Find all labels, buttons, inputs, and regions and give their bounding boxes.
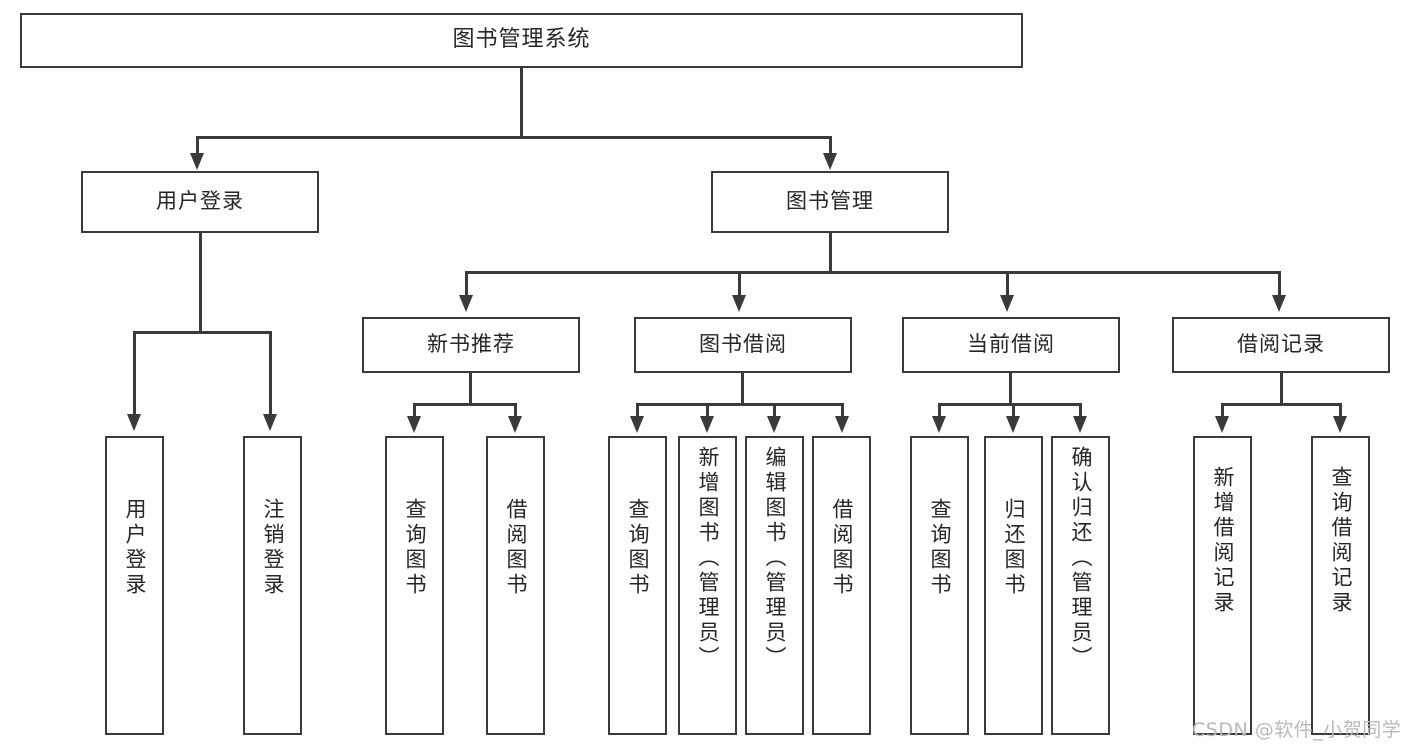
node-leaf-logout-login-label: 注销登录	[261, 498, 285, 598]
node-leaf-return-book[interactable]: 归还图书	[984, 436, 1043, 735]
node-leaf-confirm-return-admin[interactable]: 确认归还（管理员）	[1051, 436, 1110, 735]
connector-current-borrow-stem	[1009, 373, 1012, 405]
node-leaf-user-login[interactable]: 用户登录	[105, 436, 164, 735]
node-leaf-logout-login[interactable]: 注销登录	[243, 436, 302, 735]
node-leaf-borrow-book-2-label: 借阅图书	[830, 498, 854, 598]
node-leaf-borrow-book-1-label: 借阅图书	[504, 498, 528, 598]
connector-user-login-bus	[133, 331, 271, 334]
connector-new-book-bus	[413, 403, 517, 406]
connector-book-manage-bus	[465, 271, 1281, 274]
node-root-label: 图书管理系统	[452, 27, 591, 53]
arrowhead-current-borrow	[1000, 295, 1014, 312]
connector-book-borrow-drop-1	[636, 403, 639, 418]
arrowhead-user-login	[190, 153, 204, 170]
connector-root-bus	[196, 136, 830, 139]
connector-new-book-stem	[469, 373, 472, 405]
node-new-book-recommend-label: 新书推荐	[427, 332, 515, 357]
node-user-login[interactable]: 用户登录	[81, 171, 319, 233]
connector-book-manage-stem	[829, 233, 832, 273]
arrowhead-leaf-confirm-return-admin	[1073, 416, 1087, 433]
arrowhead-leaf-add-book-admin	[700, 416, 714, 433]
connector-root-drop-right	[829, 136, 832, 156]
connector-book-borrow-drop-3	[773, 403, 776, 418]
connector-current-borrow-drop-1	[938, 403, 941, 418]
connector-book-borrow-drop-4	[841, 403, 844, 418]
arrowhead-borrow-record	[1272, 295, 1286, 312]
node-book-manage-label: 图书管理	[786, 189, 874, 214]
connector-borrow-record-drop-2	[1339, 403, 1342, 418]
connector-level3-drop-3	[1006, 271, 1009, 297]
node-new-book-recommend[interactable]: 新书推荐	[362, 317, 580, 373]
connector-level3-drop-2	[738, 271, 741, 297]
arrowhead-leaf-add-borrow-record	[1215, 416, 1229, 433]
connector-user-login-stem	[199, 233, 202, 333]
connector-current-borrow-bus	[938, 403, 1080, 406]
node-leaf-return-book-label: 归还图书	[1002, 498, 1026, 598]
node-root[interactable]: 图书管理系统	[20, 13, 1023, 68]
node-leaf-borrow-book-1[interactable]: 借阅图书	[486, 436, 545, 735]
arrowhead-leaf-edit-book-admin	[767, 416, 781, 433]
connector-book-borrow-stem	[741, 373, 744, 405]
arrowhead-book-manage	[823, 153, 837, 170]
arrowhead-leaf-borrow-book-1	[508, 416, 522, 433]
connector-user-login-drop-2	[269, 331, 272, 416]
connector-book-borrow-bus	[636, 403, 844, 406]
connector-book-borrow-drop-2	[706, 403, 709, 418]
arrowhead-leaf-query-borrow-record	[1333, 416, 1347, 433]
arrowhead-leaf-logout-login	[263, 414, 277, 431]
connector-new-book-drop-1	[413, 403, 416, 418]
connector-borrow-record-bus	[1221, 403, 1339, 406]
connector-level3-drop-1	[465, 271, 468, 297]
arrowhead-leaf-query-book-1	[407, 416, 421, 433]
arrowhead-new-book-recommend	[459, 295, 473, 312]
node-leaf-add-book-admin-label: 新增图书（管理员）	[696, 446, 720, 671]
connector-root-stem	[520, 68, 523, 138]
node-leaf-add-book-admin[interactable]: 新增图书（管理员）	[678, 436, 737, 735]
node-leaf-edit-book-admin-label: 编辑图书（管理员）	[763, 446, 787, 671]
node-leaf-borrow-book-2[interactable]: 借阅图书	[812, 436, 871, 735]
node-leaf-confirm-return-admin-label: 确认归还（管理员）	[1069, 446, 1093, 671]
node-leaf-query-borrow-record[interactable]: 查询借阅记录	[1311, 436, 1370, 735]
connector-root-drop-left	[196, 136, 199, 156]
node-book-borrow-label: 图书借阅	[699, 332, 787, 357]
connector-level3-drop-4	[1278, 271, 1281, 297]
node-leaf-query-borrow-record-label: 查询借阅记录	[1329, 466, 1353, 616]
arrowhead-leaf-user-login	[127, 414, 141, 431]
connector-borrow-record-stem	[1280, 373, 1283, 405]
arrowhead-book-borrow	[732, 295, 746, 312]
node-leaf-query-book-2-label: 查询图书	[626, 498, 650, 598]
connector-current-borrow-drop-2	[1012, 403, 1015, 418]
connector-new-book-drop-2	[514, 403, 517, 418]
node-leaf-query-book-1[interactable]: 查询图书	[385, 436, 444, 735]
node-borrow-record-label: 借阅记录	[1237, 332, 1325, 357]
node-leaf-query-book-2[interactable]: 查询图书	[608, 436, 667, 735]
arrowhead-leaf-return-book	[1006, 416, 1020, 433]
node-book-manage[interactable]: 图书管理	[711, 171, 949, 233]
connector-borrow-record-drop-1	[1221, 403, 1224, 418]
node-leaf-query-book-1-label: 查询图书	[403, 498, 427, 598]
node-current-borrow-label: 当前借阅	[967, 332, 1055, 357]
node-current-borrow[interactable]: 当前借阅	[902, 317, 1120, 373]
node-book-borrow[interactable]: 图书借阅	[634, 317, 852, 373]
node-leaf-add-borrow-record-label: 新增借阅记录	[1211, 466, 1235, 616]
node-leaf-query-book-3-label: 查询图书	[928, 498, 952, 598]
arrowhead-leaf-query-book-2	[630, 416, 644, 433]
connector-current-borrow-drop-3	[1079, 403, 1082, 418]
connector-user-login-drop-1	[133, 331, 136, 416]
watermark-text: CSDN @软件_小贺同学	[1192, 719, 1402, 741]
node-leaf-edit-book-admin[interactable]: 编辑图书（管理员）	[745, 436, 804, 735]
node-leaf-add-borrow-record[interactable]: 新增借阅记录	[1193, 436, 1252, 735]
node-leaf-user-login-label: 用户登录	[123, 498, 147, 598]
arrowhead-leaf-borrow-book-2	[835, 416, 849, 433]
arrowhead-leaf-query-book-3	[932, 416, 946, 433]
node-leaf-query-book-3[interactable]: 查询图书	[910, 436, 969, 735]
node-borrow-record[interactable]: 借阅记录	[1172, 317, 1390, 373]
node-user-login-label: 用户登录	[156, 189, 244, 214]
